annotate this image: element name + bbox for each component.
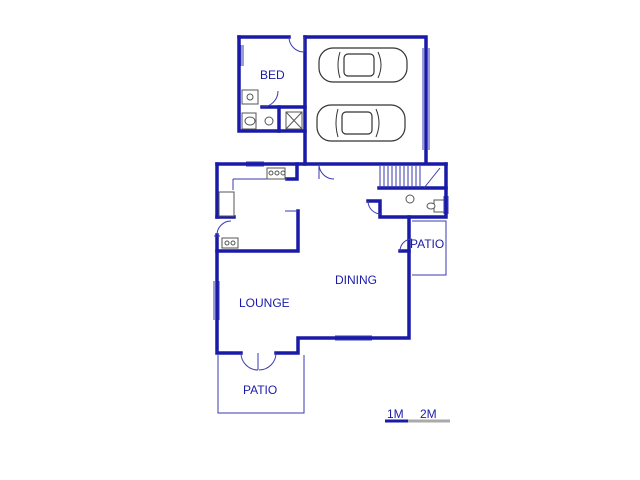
room-label-lounge: LOUNGE [239,296,290,310]
room-label-patio-right: PATIO [410,237,444,251]
patio-bottom-outline [217,355,305,414]
kitchen-fixtures [214,167,286,249]
scale-label-1m: 1M [387,407,404,421]
car-top-icon [318,47,408,83]
stairs-and-wc [366,162,449,253]
ensuite-fixtures [241,89,303,130]
kitchen-walls [215,161,307,253]
patio-right-outline [412,220,447,276]
living-walls [213,162,448,371]
room-label-dining: DINING [335,273,377,287]
room-label-patio-bottom: PATIO [243,383,277,397]
garage [303,35,430,165]
bedroom-walls [237,35,307,133]
scale-bar: 1M 2M [385,407,450,423]
car-bottom-icon [316,104,406,142]
scale-label-2m: 2M [420,407,437,421]
room-label-bed: BED [260,68,285,82]
